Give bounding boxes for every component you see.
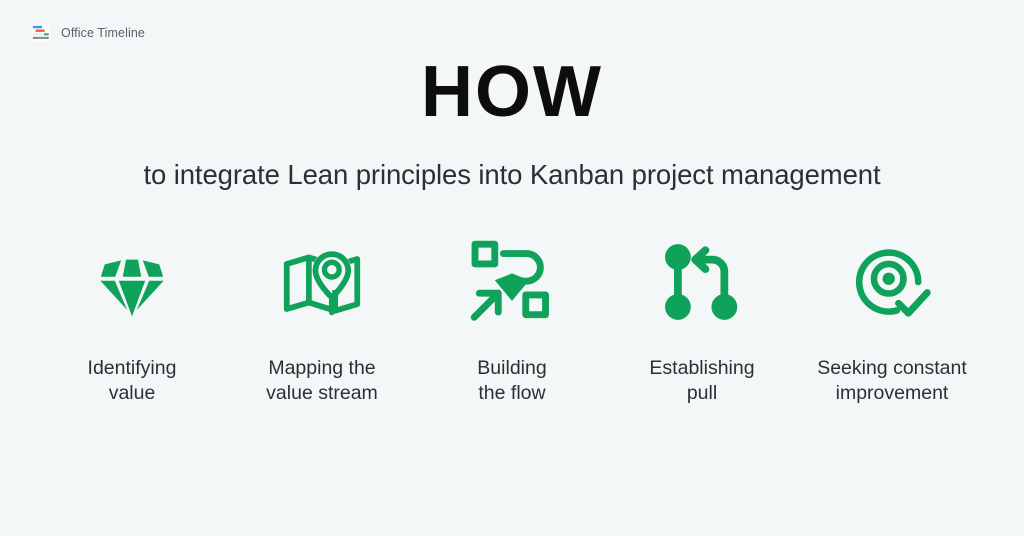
- steps-row: Identifying value Mapping the value stre…: [0, 236, 1024, 406]
- step-label: Building the flow: [477, 357, 547, 404]
- step-identifying-value: Identifying value: [37, 236, 227, 406]
- step-label: Mapping the value stream: [266, 357, 378, 404]
- step-label: Seeking constant improvement: [817, 357, 967, 404]
- brand-logo-group: Office Timeline: [30, 22, 145, 44]
- target-check-icon: [851, 236, 933, 328]
- step-establishing-pull: Establishing pull: [607, 236, 797, 406]
- page-title: HOW: [421, 52, 603, 132]
- step-mapping-value-stream: Mapping the value stream: [227, 236, 417, 406]
- pull-branch-icon: [659, 236, 745, 328]
- brand-name: Office Timeline: [61, 25, 145, 40]
- page-subtitle: to integrate Lean principles into Kanban…: [143, 159, 881, 190]
- step-seeking-constant-improvement: Seeking constant improvement: [797, 236, 987, 406]
- gantt-chart-icon: [30, 22, 52, 44]
- step-building-the-flow: Building the flow: [417, 236, 607, 406]
- diamond-gem-icon: [92, 236, 172, 328]
- step-label: Identifying value: [87, 357, 177, 404]
- flow-diagram-icon: [469, 236, 555, 328]
- step-label: Establishing pull: [649, 357, 755, 404]
- map-pin-icon: [281, 236, 363, 328]
